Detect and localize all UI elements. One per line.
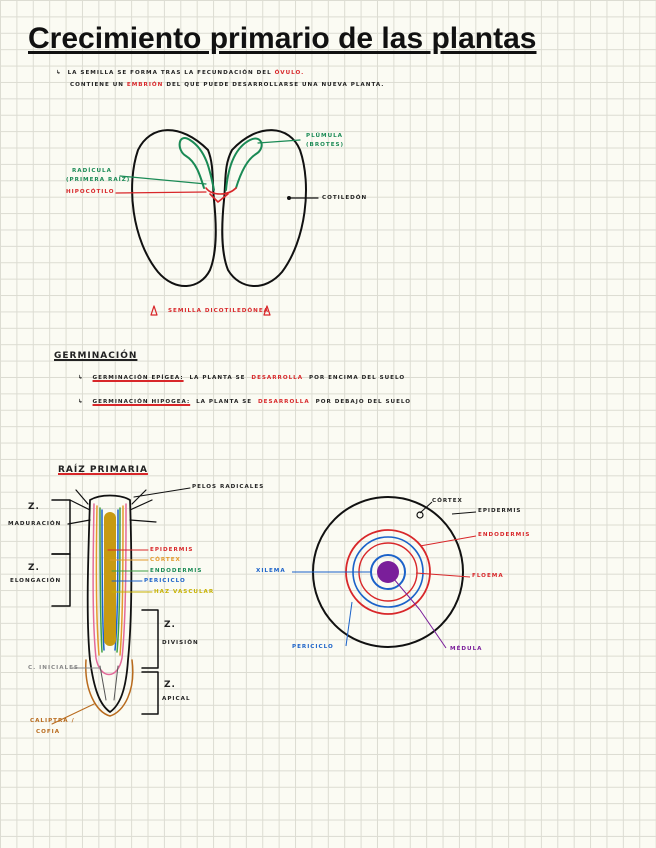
hipogea-b: desarrolla xyxy=(258,399,310,405)
label-cotiledon: cotiledón xyxy=(322,195,368,201)
label-root-haz: haz vascular xyxy=(154,589,215,595)
label-cs-cortex: córtex xyxy=(432,498,463,504)
root-outline xyxy=(86,494,133,713)
label-caliptra: caliptra / xyxy=(30,718,75,724)
root-cap xyxy=(85,659,134,717)
intro-line1-b: óvulo. xyxy=(274,70,305,76)
epigea-term: germinación epígea: xyxy=(92,375,184,381)
label-radicula: radícula xyxy=(72,168,112,174)
intro-line1-a: la semilla se forma tras la fecundación … xyxy=(67,70,272,76)
root-drawing xyxy=(51,487,191,725)
intro-bullet: ↳ xyxy=(56,70,62,76)
germinacion-heading: germinación xyxy=(54,351,138,361)
seed-caption: semilla dicotiledónea xyxy=(168,308,270,314)
label-radicula-sub: (primera raíz) xyxy=(66,177,131,183)
label-root-cortex: córtex xyxy=(150,557,181,563)
root-cortex xyxy=(95,505,124,656)
seed-drawing xyxy=(115,129,319,316)
label-root-endodermis: endodermis xyxy=(150,568,203,574)
epigea-a: la planta se xyxy=(189,375,246,381)
intro-line2-c: del que puede desarrollarse una nueva pl… xyxy=(166,82,385,88)
epigea-c: por encima del suelo xyxy=(308,375,406,381)
label-cs-xilema: xilema xyxy=(256,568,286,574)
label-plumula-sub: (brotes) xyxy=(306,142,345,148)
intro-line-1: ↳ la semilla se forma tras la fecundació… xyxy=(56,70,304,76)
label-pelos: pelos radicales xyxy=(192,484,265,490)
plumule-right xyxy=(225,137,263,191)
zone-4-label: apical xyxy=(162,696,191,702)
germinacion-hipogea: ↳ germinación hipogea: la planta se desa… xyxy=(78,399,411,405)
hypocotyl xyxy=(205,187,237,203)
hipogea-c: por debajo del suelo xyxy=(315,399,412,405)
seed-cotyledon-right xyxy=(221,129,307,287)
label-hipocotilo: hipocótilo xyxy=(66,189,115,195)
label-plumula: plúmula xyxy=(306,133,344,139)
label-root-epidermis: epidermis xyxy=(150,547,194,553)
zone-3-label: división xyxy=(162,640,199,646)
hipogea-term: germinación hipogea: xyxy=(92,399,191,405)
zone-3-z: z. xyxy=(164,620,176,630)
label-root-periciclo: periciclo xyxy=(144,578,186,584)
bullet-2: ↳ xyxy=(78,399,84,405)
cross-section-drawing xyxy=(292,496,477,649)
label-iniciales: c. iniciales xyxy=(28,665,79,671)
root-epidermis xyxy=(92,503,127,676)
zone-1-z: z. xyxy=(28,502,40,512)
raiz-heading: raíz primaria xyxy=(58,465,148,475)
epigea-b: desarrolla xyxy=(251,375,304,381)
intro-line-2: contiene un embrión del que puede desarr… xyxy=(70,82,384,88)
germinacion-epigea: ↳ germinación epígea: la planta se desar… xyxy=(78,375,405,381)
intro-line2-b: embrión xyxy=(126,82,164,88)
label-cofia: cofia xyxy=(36,729,61,735)
label-cs-floema: floema xyxy=(472,573,504,579)
zone-2-label: elongación xyxy=(10,578,62,584)
label-cs-medula: médula xyxy=(450,646,483,652)
page-title: Crecimiento primario de las plantas xyxy=(28,22,537,55)
root-vascular xyxy=(104,512,116,646)
zone-1-label: maduración xyxy=(8,521,62,527)
zone-2-z: z. xyxy=(28,563,40,573)
intro-line2-a: contiene un xyxy=(70,82,124,88)
bullet-1: ↳ xyxy=(78,375,84,381)
zone-4-z: z. xyxy=(164,680,176,690)
root-endodermis xyxy=(99,507,121,653)
plumule-left xyxy=(178,137,215,191)
label-cs-epidermis: epidermis xyxy=(478,508,522,514)
label-cs-periciclo: periciclo xyxy=(292,644,334,650)
seed-cotyledon-left xyxy=(131,129,217,287)
hipogea-a: la planta se xyxy=(196,399,253,405)
label-cs-endodermis: endodermis xyxy=(478,532,531,538)
